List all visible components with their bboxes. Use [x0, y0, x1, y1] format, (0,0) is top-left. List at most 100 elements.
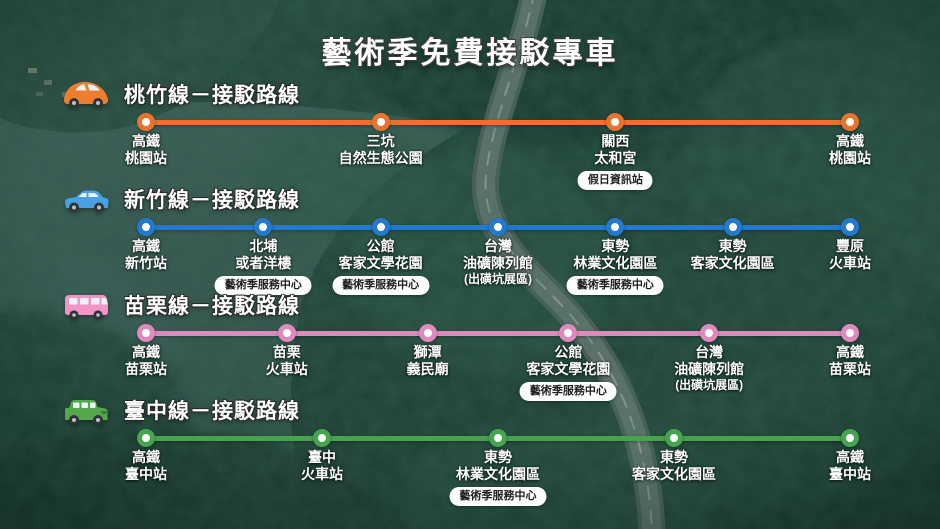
stop-label-line: 高鐵	[132, 449, 160, 465]
stop-label-line: 義民廟	[406, 361, 449, 378]
stop-label: 豐原火車站	[829, 238, 871, 272]
stop-label: 高鐵臺中站	[829, 449, 871, 483]
stop-label-line: 臺中站	[125, 466, 167, 483]
stop-label-line: 火車站	[829, 255, 871, 272]
stop-badge: 藝術季服務中心	[214, 276, 312, 296]
sedan-car-icon	[60, 182, 112, 216]
stop-label: 高鐵新竹站	[125, 238, 167, 272]
stop-label-line: 東勢	[484, 449, 512, 465]
stop-dot	[841, 218, 859, 236]
van-icon	[60, 288, 112, 322]
stop-label-line: 東勢	[660, 449, 688, 465]
stop-dot	[137, 324, 155, 342]
stop-label-line: 油礦陳列館	[674, 361, 745, 378]
stop-label-line: 臺中站	[829, 466, 871, 483]
route-header-taichung: 臺中線－接駁路線	[60, 392, 300, 428]
stop-label: 苗栗火車站	[266, 344, 308, 378]
stop-label-line: 桃園站	[829, 150, 871, 167]
route-header-miaoli: 苗栗線－接駁路線	[60, 287, 300, 323]
stop-label-line: (出磺坑展區)	[464, 272, 532, 287]
stop-dot	[841, 113, 859, 131]
stop-label: 高鐵臺中站	[125, 449, 167, 483]
stop-label-line: 東勢	[601, 238, 630, 254]
stop-label: 三坑自然生態公園	[339, 133, 423, 167]
stop-dot	[606, 218, 625, 236]
stop-label-line: 東勢	[718, 238, 747, 254]
stop-dot	[841, 429, 859, 447]
stop-label-line: 客家文化園區	[690, 255, 775, 272]
route-title-taichung: 臺中線－接駁路線	[124, 400, 300, 423]
stop-label: 高鐵苗栗站	[125, 344, 167, 378]
stop-label: 高鐵苗栗站	[829, 344, 871, 378]
stop-dot	[606, 113, 625, 131]
stop-dot	[137, 429, 155, 447]
stop-label-line: 關西	[601, 133, 630, 149]
stop-label-line: 高鐵	[132, 238, 160, 254]
route-header-taozhu: 桃竹線－接駁路線	[60, 76, 300, 112]
stop-label-line: 三坑	[366, 133, 395, 149]
stop-label: 公館客家文學花園藝術季服務中心	[519, 344, 617, 402]
jeep-icon	[60, 393, 112, 427]
stop-label-line: 苗栗站	[829, 361, 871, 378]
route-header-hsinchu: 新竹線－接駁路線	[60, 181, 300, 217]
stop-label-line: 豐原	[836, 238, 864, 254]
stop-badge: 藝術季服務中心	[449, 487, 547, 507]
stop-dot	[559, 324, 578, 342]
beetle-car-icon	[60, 77, 112, 111]
stop-label: 東勢客家文化園區	[691, 238, 775, 272]
stop-label-line: 新竹站	[125, 255, 167, 272]
stop-dot	[137, 113, 155, 131]
stop-label-line: 或者洋樓	[235, 255, 292, 272]
stop-label: 關西太和宮假日資訊站	[577, 133, 653, 191]
stop-label: 東勢客家文化園區	[632, 449, 716, 483]
stop-label-line: 高鐵	[836, 449, 864, 465]
route-title-taozhu: 桃竹線－接駁路線	[124, 84, 300, 107]
stop-label-line: 客家文學花園	[526, 361, 611, 378]
stop-label-line: 自然生態公園	[338, 150, 423, 167]
page-title: 藝術季免費接駁專車	[321, 37, 619, 70]
stop-badge: 假日資訊站	[577, 171, 653, 191]
stop-label: 獅潭義民廟	[407, 344, 449, 378]
stop-label-line: 臺中	[308, 449, 336, 465]
stop-label: 臺中火車站	[301, 449, 343, 483]
stop-label-line: 台灣	[484, 238, 512, 254]
stop-dot	[371, 218, 390, 236]
stop-badge: 藝術季服務中心	[332, 276, 430, 296]
route-line-taozhu	[146, 119, 850, 125]
stop-label-line: 高鐵	[836, 344, 864, 360]
stop-dot	[313, 429, 331, 447]
stop-label-line: (出磺坑展區)	[675, 378, 744, 393]
stop-label-line: 公館	[366, 238, 395, 254]
stop-dot	[254, 218, 273, 236]
stop-label-line: 高鐵	[836, 133, 864, 149]
stop-label-line: 油礦陳列館	[463, 255, 533, 272]
stop-label: 東勢林業文化園區藝術季服務中心	[566, 238, 664, 296]
stop-label-line: 北埔	[249, 238, 278, 254]
stop-dot	[489, 218, 507, 236]
stop-label-line: 苗栗站	[125, 361, 167, 378]
stop-badge: 藝術季服務中心	[566, 276, 664, 296]
stop-badge: 藝術季服務中心	[519, 382, 617, 402]
stop-label: 台灣油礦陳列館(出磺坑展區)	[463, 238, 533, 287]
stop-label-line: 台灣	[695, 344, 724, 360]
stop-label-line: 太和宮	[594, 150, 637, 167]
route-line-miaoli	[146, 330, 850, 336]
stop-label-line: 獅潭	[413, 344, 442, 360]
stop-label-line: 客家文學花園	[338, 255, 423, 272]
stop-dot	[723, 218, 742, 236]
stop-label-line: 林業文化園區	[456, 466, 540, 483]
stop-dot	[489, 429, 507, 447]
stop-label: 高鐵桃園站	[125, 133, 167, 167]
stop-dot	[137, 218, 155, 236]
stop-label: 台灣油礦陳列館(出磺坑展區)	[674, 344, 744, 393]
stop-label-line: 林業文化園區	[573, 255, 658, 272]
stop-dot	[371, 113, 390, 131]
route-title-hsinchu: 新竹線－接駁路線	[124, 189, 300, 212]
stop-label: 北埔或者洋樓藝術季服務中心	[214, 238, 312, 296]
stop-dot	[418, 324, 437, 342]
stop-dot	[700, 324, 719, 342]
stop-dot	[277, 324, 296, 342]
stop-dot	[841, 324, 859, 342]
stop-label: 公館客家文學花園藝術季服務中心	[332, 238, 430, 296]
